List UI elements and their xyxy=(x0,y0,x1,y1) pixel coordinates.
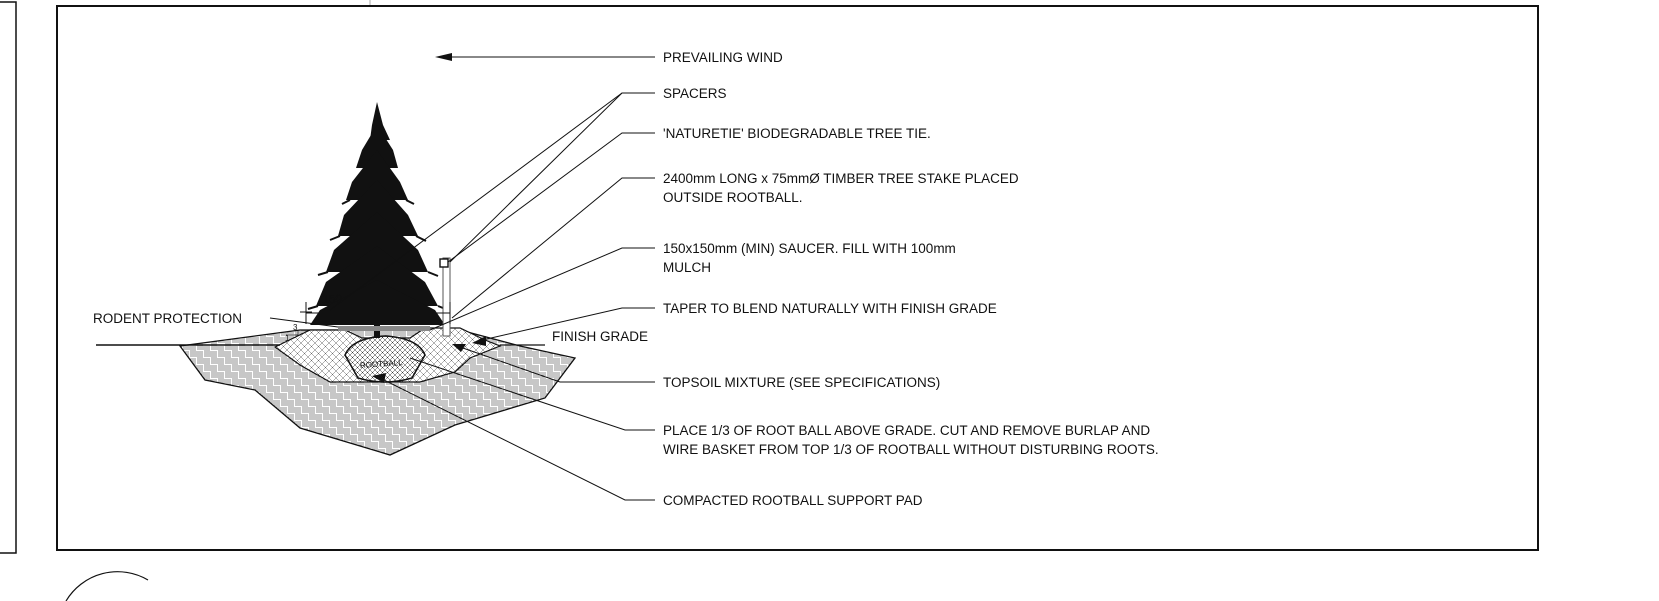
note-spacers: SPACERS xyxy=(663,86,727,101)
note-rodent-protection: RODENT PROTECTION xyxy=(93,311,242,326)
conifer-tree xyxy=(307,102,449,338)
tree-tie xyxy=(439,258,449,268)
taper-arrowhead xyxy=(472,336,486,346)
left-panel-border xyxy=(0,1,17,554)
rootball-label: ROOTBALL xyxy=(360,358,404,370)
note-finish-grade: FINISH GRADE xyxy=(552,329,648,344)
note-tree-tie: 'NATURETIE' BIODEGRADABLE TREE TIE. xyxy=(663,126,931,141)
pad-arrowhead xyxy=(372,373,386,383)
slope-rise: 3 xyxy=(293,323,298,332)
notes: PREVAILING WIND SPACERS 'NATURETIE' BIOD… xyxy=(93,50,1159,508)
detail-callout-circle xyxy=(65,571,149,601)
slope-indicator xyxy=(286,330,299,336)
note-saucer-line2: MULCH xyxy=(663,260,711,275)
note-taper: TAPER TO BLEND NATURALLY WITH FINISH GRA… xyxy=(663,301,997,316)
mulch-saucer xyxy=(338,326,430,331)
note-stake-line2: OUTSIDE ROOTBALL. xyxy=(663,190,803,205)
tree-stake xyxy=(439,257,451,337)
note-rootball-line2: WIRE BASKET FROM TOP 1/3 OF ROOTBALL WIT… xyxy=(663,442,1159,457)
note-topsoil: TOPSOIL MIXTURE (SEE SPECIFICATIONS) xyxy=(663,375,940,390)
protection-dimension xyxy=(300,302,451,324)
topsoil-arrowhead xyxy=(452,344,466,352)
note-support-pad: COMPACTED ROOTBALL SUPPORT PAD xyxy=(663,493,923,508)
note-rootball-line1: PLACE 1/3 OF ROOT BALL ABOVE GRADE. CUT … xyxy=(663,423,1150,438)
protection-dimension-value: 150 xyxy=(322,292,342,306)
note-saucer-line1: 150x150mm (MIN) SAUCER. FILL WITH 100mm xyxy=(663,241,956,256)
wind-arrowhead xyxy=(435,53,452,61)
detail-frame xyxy=(56,5,1539,551)
note-prevailing-wind: PREVAILING WIND xyxy=(663,50,783,65)
planting-pit: ROOTBALL xyxy=(178,327,577,456)
note-stake-line1: 2400mm LONG x 75mmØ TIMBER TREE STAKE PL… xyxy=(663,171,1019,186)
slope-run: 1 xyxy=(285,334,290,343)
leaders xyxy=(269,56,655,501)
